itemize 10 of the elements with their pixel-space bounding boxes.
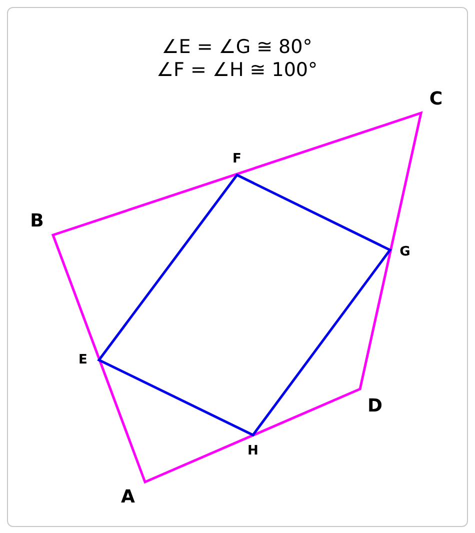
vertex-label: B xyxy=(30,210,44,232)
vertex-label: F xyxy=(232,152,242,166)
angle-statement: ∠F = ∠H ≅ 100° xyxy=(156,59,318,81)
vertex-label: D xyxy=(368,396,382,416)
vertex-label: E xyxy=(78,352,88,368)
vertex-label: H xyxy=(248,444,258,458)
vertex-label: A xyxy=(121,486,135,508)
vertex-label: C xyxy=(429,88,443,110)
vertex-label: G xyxy=(400,244,410,260)
angle-statement: ∠E = ∠G ≅ 80° xyxy=(162,36,312,58)
